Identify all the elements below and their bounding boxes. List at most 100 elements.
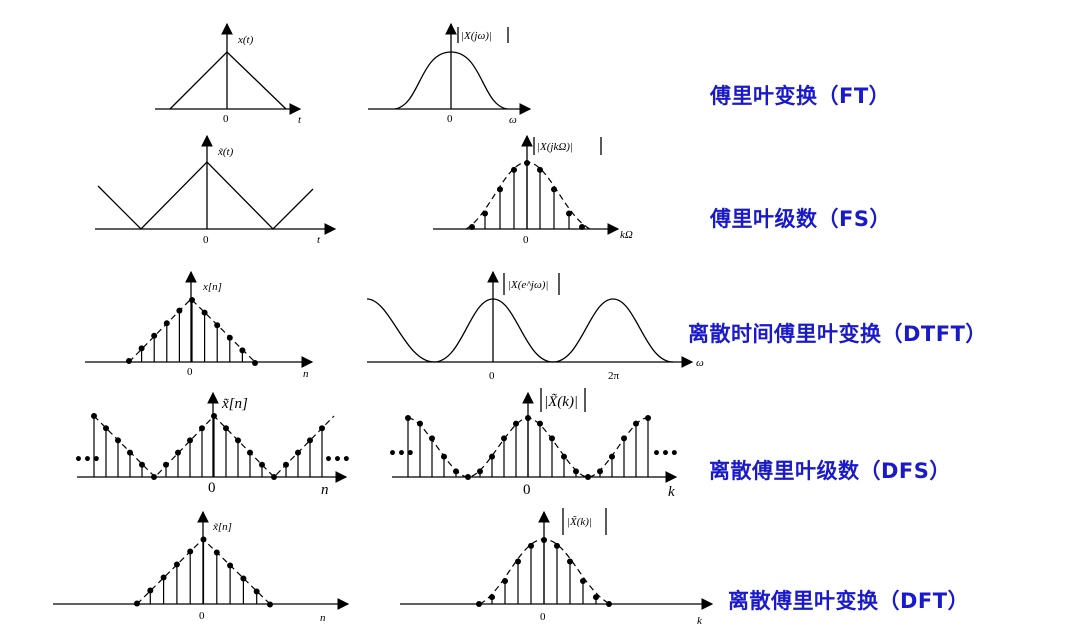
sample-dot <box>621 435 627 442</box>
sample-dot <box>489 594 495 601</box>
sample-dot <box>482 210 488 217</box>
periodic-magnitude <box>366 298 674 363</box>
two-pi-label: 2π <box>608 370 620 382</box>
fs-time-plot: x̃(t) 0 t <box>95 134 337 246</box>
sample-dot <box>515 558 521 565</box>
sample-dot <box>91 413 97 419</box>
origin-label: 0 <box>523 234 529 246</box>
y-label: |X(jkΩ)| <box>537 141 573 153</box>
sample-dot <box>537 420 543 427</box>
sample-dot <box>240 575 247 582</box>
sample-dot <box>235 437 241 444</box>
origin-label: 0 <box>540 611 546 623</box>
sample-dot <box>252 360 258 366</box>
sample-dot <box>126 358 132 364</box>
ellipsis-left: ••• <box>388 446 415 462</box>
x-label: k <box>668 484 675 500</box>
fs-freq-plot: |X(jkΩ)| 0 kΩ <box>433 134 633 246</box>
x-label: t <box>317 234 321 246</box>
sample-dot <box>253 588 260 595</box>
title-dtft: 离散时间傅里叶变换（DTFT） <box>688 322 987 346</box>
x-label: n <box>320 612 326 624</box>
sample-dot <box>633 420 639 427</box>
y-label: x(t) <box>237 34 254 46</box>
samples <box>134 536 273 608</box>
triangle-pulse <box>169 51 287 110</box>
sample-dot <box>453 468 459 475</box>
sample-dot <box>554 542 560 549</box>
x-label: n <box>321 482 329 498</box>
sample-dot <box>465 474 471 480</box>
spectral-lines <box>476 537 612 607</box>
sample-dot <box>645 415 651 421</box>
sample-dot <box>115 437 121 444</box>
envelope <box>479 538 611 605</box>
spectral-lines <box>469 160 585 230</box>
y-label: x̃[n] <box>221 396 248 412</box>
title-dfs: 离散傅里叶级数（DFS） <box>709 459 951 483</box>
sample-dot <box>549 435 555 442</box>
sample-dot <box>477 468 483 475</box>
sample-dot <box>319 425 325 432</box>
sample-dot <box>429 435 435 442</box>
ft-time-plot: x(t) 0 t <box>155 22 302 126</box>
x-label: k <box>697 615 703 627</box>
sample-dot <box>247 449 253 456</box>
spectral-lines <box>405 415 651 480</box>
sample-dot <box>175 449 181 456</box>
y-label: |X(jω)| <box>461 30 492 42</box>
sample-dot <box>597 468 603 475</box>
sample-dot <box>585 474 591 480</box>
periodic-triangle <box>97 161 314 230</box>
sample-dot <box>501 435 507 442</box>
dft-freq-plot: |X̃(k)| 0 k <box>400 508 714 627</box>
samples <box>126 297 258 366</box>
origin-label: 0 <box>199 610 205 622</box>
origin-label: 0 <box>223 113 229 125</box>
sample-dot <box>134 600 140 607</box>
sample-dot <box>211 413 217 419</box>
sample-dot <box>200 536 207 543</box>
sample-dot <box>127 449 133 456</box>
sample-dot <box>201 309 208 316</box>
sample-dot <box>199 425 205 432</box>
y-label: |X̃(k)| <box>567 515 592 528</box>
sample-dot <box>528 542 534 549</box>
sample-dot <box>551 186 557 193</box>
sample-dot <box>579 223 585 230</box>
ellipsis-left: ••• <box>74 452 101 468</box>
sample-dot <box>176 307 183 314</box>
sinc-magnitude <box>394 51 508 110</box>
sample-dot <box>537 166 543 173</box>
sample-dot <box>239 347 246 354</box>
sample-dot <box>593 594 599 601</box>
sample-dot <box>573 468 579 475</box>
x-label: ω <box>696 357 704 369</box>
title-fs: 傅里叶级数（FS） <box>710 207 891 231</box>
title-ft: 傅里叶变换（FT） <box>710 84 891 108</box>
sample-dot <box>469 223 475 230</box>
sample-dot <box>139 461 145 468</box>
sample-dot <box>151 332 158 339</box>
sample-dot <box>214 322 221 329</box>
ellipsis-right: ••• <box>324 452 351 468</box>
sample-dot <box>163 320 170 327</box>
dfs-time-plot: ••• ••• x̃[n] 0 n <box>74 391 351 498</box>
sample-dot <box>160 574 167 581</box>
sample-dot <box>561 453 567 460</box>
origin-label: 0 <box>447 113 453 125</box>
sample-dot <box>163 461 169 468</box>
sample-dot <box>405 415 411 421</box>
sample-dot <box>138 345 145 352</box>
sample-dot <box>103 425 109 432</box>
dft-time-plot: x̃[n] 0 n <box>53 510 350 624</box>
sample-dot <box>567 558 573 565</box>
sample-dot <box>259 461 265 468</box>
sample-dot <box>187 548 194 555</box>
sample-dot <box>609 453 615 460</box>
title-dft: 离散傅里叶变换（DFT） <box>728 589 970 613</box>
sample-dot <box>502 578 508 585</box>
sample-dot <box>223 425 229 432</box>
y-label: x̃[n] <box>212 521 232 533</box>
